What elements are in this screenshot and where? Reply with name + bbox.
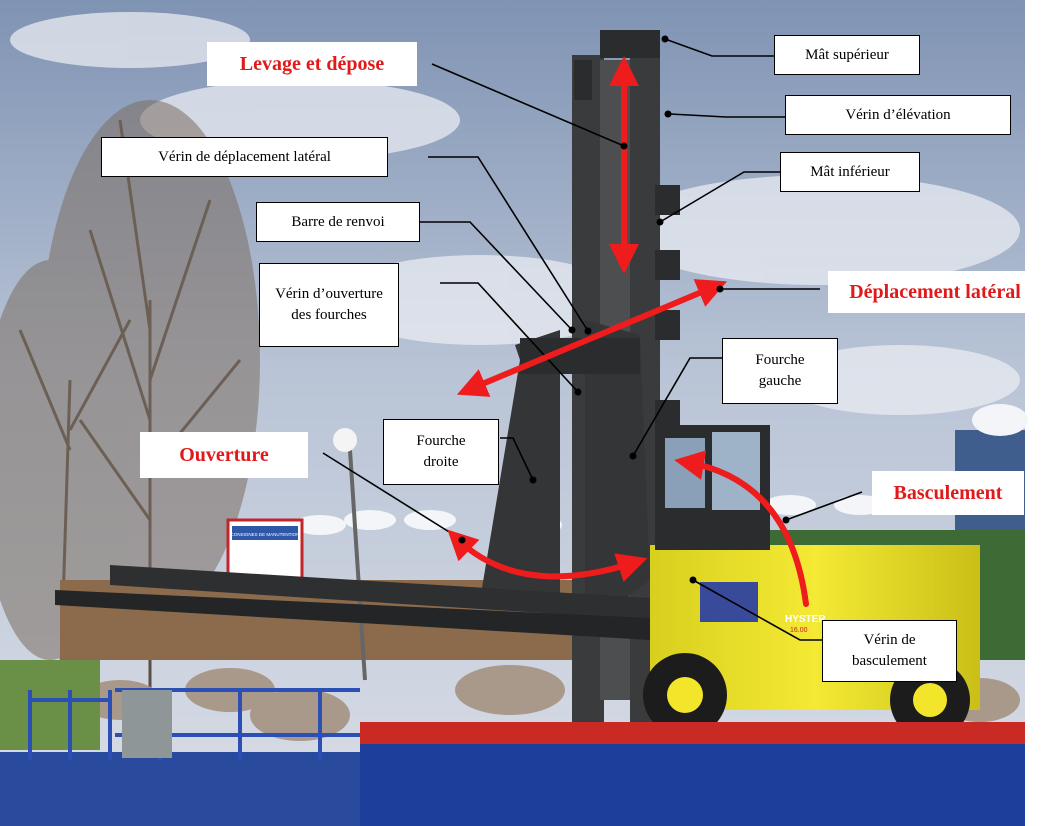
callout-barre-renvoi: Barre de renvoi xyxy=(256,202,420,242)
tree-foliage xyxy=(0,100,260,660)
dot-levage xyxy=(620,142,628,150)
long-forks xyxy=(55,565,650,640)
callout-fourche-gauche: Fourche gauche xyxy=(722,338,838,404)
leader-ouverture xyxy=(322,452,463,541)
grass-bank xyxy=(0,660,100,750)
callout-verin-elevation: Vérin d’élévation xyxy=(785,95,1011,135)
brand-text: HYSTER xyxy=(785,614,826,625)
leader-mat-inferieur xyxy=(659,171,780,223)
leader-verin-basculement xyxy=(692,579,822,641)
dot-verin-deplacement xyxy=(584,327,592,335)
callout-verin-deplacement-lateral: Vérin de déplacement latéral xyxy=(101,137,388,177)
dot-barre-renvoi xyxy=(568,326,576,334)
lamp-globe xyxy=(333,428,357,452)
arrow-basculement xyxy=(674,450,809,607)
dot-mat-inferieur xyxy=(656,218,664,226)
lamp-post xyxy=(348,449,367,681)
callout-fourche-droite: Fourche droite xyxy=(383,419,499,485)
callout-mat-superieur: Mât supérieur xyxy=(774,35,920,75)
consignes-sign-text: CONSIGNES DE MANUTENTION xyxy=(231,532,300,537)
consignes-sign-band xyxy=(232,526,298,540)
label-ouverture: Ouverture xyxy=(140,432,308,478)
leader-fourche-droite xyxy=(500,437,534,481)
callout-verin-basculement: Vérin de basculement xyxy=(822,620,957,682)
capacity-text: 16.00 xyxy=(790,627,808,634)
leader-verin-elevation xyxy=(669,113,785,118)
leader-barre-renvoi xyxy=(420,221,573,331)
dot-fourche-droite xyxy=(529,476,537,484)
dot-ouverture xyxy=(458,536,466,544)
leader-fourche-gauche xyxy=(632,357,722,457)
arrow-deplacement-lateral xyxy=(456,279,728,397)
dot-verin-elevation xyxy=(664,110,672,118)
quay-left xyxy=(0,752,360,826)
dot-verin-basculement xyxy=(689,576,697,584)
callout-verin-ouverture-fourches: Vérin d’ouverture des fourches xyxy=(259,263,399,347)
label-basculement: Basculement xyxy=(872,471,1024,515)
dot-basculement xyxy=(782,516,790,524)
arrow-ouverture xyxy=(447,529,648,582)
label-levage-depose: Levage et dépose xyxy=(207,42,417,86)
callout-mat-inferieur: Mât inférieur xyxy=(780,152,920,192)
leader-basculement xyxy=(785,491,863,521)
dot-verin-ouverture xyxy=(574,388,582,396)
dot-fourche-gauche xyxy=(629,452,637,460)
leader-levage xyxy=(431,63,625,147)
dot-mat-superieur xyxy=(661,35,669,43)
label-deplacement-lateral: Déplacement latéral xyxy=(828,271,1042,313)
leader-verin-deplacement-lateral xyxy=(428,156,589,332)
dot-deplacement xyxy=(716,285,724,293)
leader-mat-superieur xyxy=(664,38,774,57)
trash-bin xyxy=(122,690,172,758)
red-quay-edge xyxy=(360,722,1025,744)
